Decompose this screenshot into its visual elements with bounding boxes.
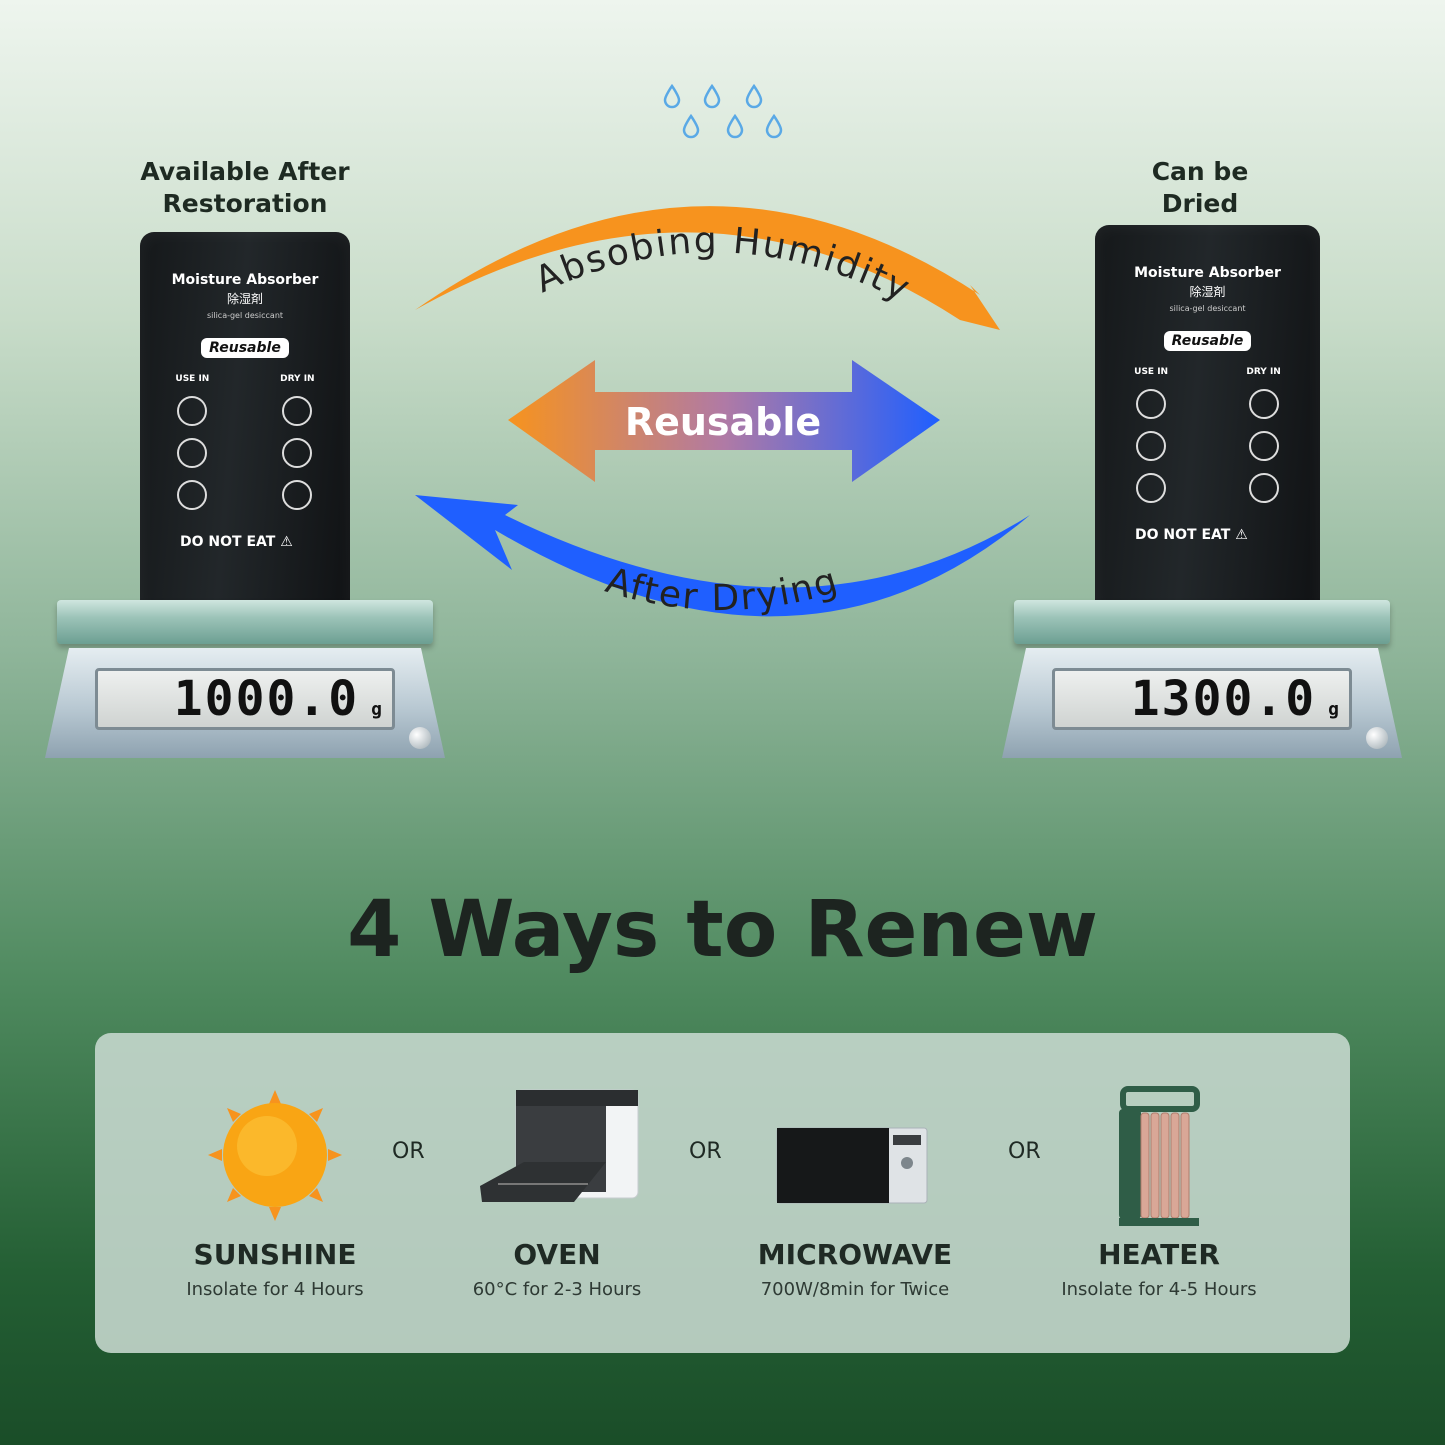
right-label: Can be Dried: [1080, 156, 1320, 220]
right-label-line2: Dried: [1161, 189, 1239, 218]
method-desc: 700W/8min for Twice: [760, 1279, 950, 1300]
bag-dry-in: DRY IN: [1246, 367, 1281, 377]
methods-panel: OR OR OR SUNSHINE Insolate for 4 Hours O…: [95, 1033, 1350, 1353]
car-icon: [1136, 431, 1167, 461]
right-label-line1: Can be: [1151, 157, 1249, 186]
method-microwave: MICROWAVE 700W/8min for Twice: [725, 1238, 985, 1300]
microwave-small-icon: [282, 438, 313, 468]
reusable-text: Reusable: [625, 400, 821, 444]
bag-warning: DO NOT EAT: [180, 534, 276, 550]
bag-use-in: USE IN: [1134, 367, 1169, 377]
bag-brand: Moisture Absorber: [1134, 265, 1281, 281]
left-label-line1: Available After: [140, 157, 350, 186]
oven-small-icon: [1248, 389, 1279, 419]
warning-icon: ⚠: [1235, 527, 1248, 543]
right-weight-reading: 1300.0: [1130, 671, 1317, 727]
method-heater: HEATER Insolate for 4-5 Hours: [1029, 1238, 1289, 1300]
right-desiccant-bag: Moisture Absorber 除湿剤 silica-gel desicca…: [1095, 225, 1320, 617]
reusable-double-arrow: [508, 360, 940, 482]
drying-arrow: [415, 495, 1030, 617]
left-label-line2: Restoration: [162, 189, 328, 218]
sun-icon: [208, 1090, 342, 1221]
absorbing-arrow: [415, 206, 1000, 330]
camera-icon: [1136, 473, 1167, 503]
water-drops-icon: [663, 83, 783, 139]
bag-reusable-badge: Reusable: [201, 338, 289, 358]
warning-icon: ⚠: [280, 534, 293, 550]
bag-subtitle: silica-gel desiccant: [1169, 304, 1246, 313]
sun-small-icon: [282, 480, 313, 510]
or-separator-2: OR: [689, 1139, 722, 1164]
microwave-small-icon: [1248, 431, 1279, 461]
right-weight-unit: g: [1328, 699, 1339, 720]
method-sunshine: SUNSHINE Insolate for 4 Hours: [145, 1238, 405, 1300]
heater-icon: [1119, 1086, 1200, 1226]
method-title: OVEN: [513, 1238, 601, 1271]
or-separator-3: OR: [1008, 1139, 1041, 1164]
page-title: 4 Ways to Renew: [347, 885, 1098, 975]
bag-subtitle: silica-gel desiccant: [206, 311, 284, 320]
right-scale-platform: [1014, 600, 1390, 644]
car-icon: [177, 438, 208, 468]
bag-warning: DO NOT EAT: [1135, 527, 1231, 543]
boat-icon: [177, 396, 208, 426]
method-desc: Insolate for 4-5 Hours: [1061, 1279, 1257, 1300]
bag-cjk: 除湿剤: [1189, 285, 1226, 299]
oven-icon: [480, 1089, 639, 1202]
method-title: MICROWAVE: [757, 1238, 953, 1271]
left-scale-display: 1000.0 g: [95, 668, 395, 730]
right-scale-display: 1300.0 g: [1052, 668, 1352, 730]
left-weight-unit: g: [371, 699, 382, 720]
left-scale-platform: [57, 600, 433, 644]
method-title: SUNSHINE: [193, 1238, 357, 1271]
bag-use-in: USE IN: [175, 374, 210, 384]
method-title: HEATER: [1098, 1238, 1220, 1271]
boat-icon: [1136, 389, 1167, 419]
camera-icon: [177, 480, 208, 510]
left-scale-knob-icon: [409, 727, 431, 749]
microwave-icon: [776, 1127, 928, 1204]
bag-reusable-badge: Reusable: [1163, 331, 1252, 351]
cycle-diagram: Absobing Humidity Reusable After Drying: [415, 206, 1030, 619]
left-label: Available After Restoration: [110, 156, 380, 220]
sun-small-icon: [1248, 473, 1279, 503]
left-weight-reading: 1000.0: [173, 671, 360, 727]
method-desc: Insolate for 4 Hours: [186, 1279, 364, 1300]
oven-small-icon: [282, 396, 313, 426]
left-scale: 1000.0 g: [45, 600, 445, 765]
bag-cjk: 除湿剤: [226, 292, 263, 306]
method-desc: 60°C for 2-3 Hours: [472, 1279, 642, 1300]
right-scale-knob-icon: [1366, 727, 1388, 749]
or-separator-1: OR: [392, 1139, 425, 1164]
bag-brand: Moisture Absorber: [171, 272, 319, 288]
left-desiccant-bag: Moisture Absorber 除湿剤 silica-gel desicca…: [140, 232, 350, 617]
right-scale: 1300.0 g: [1002, 600, 1402, 765]
bag-dry-in: DRY IN: [280, 374, 315, 384]
method-oven: OVEN 60°C for 2-3 Hours: [427, 1238, 687, 1300]
